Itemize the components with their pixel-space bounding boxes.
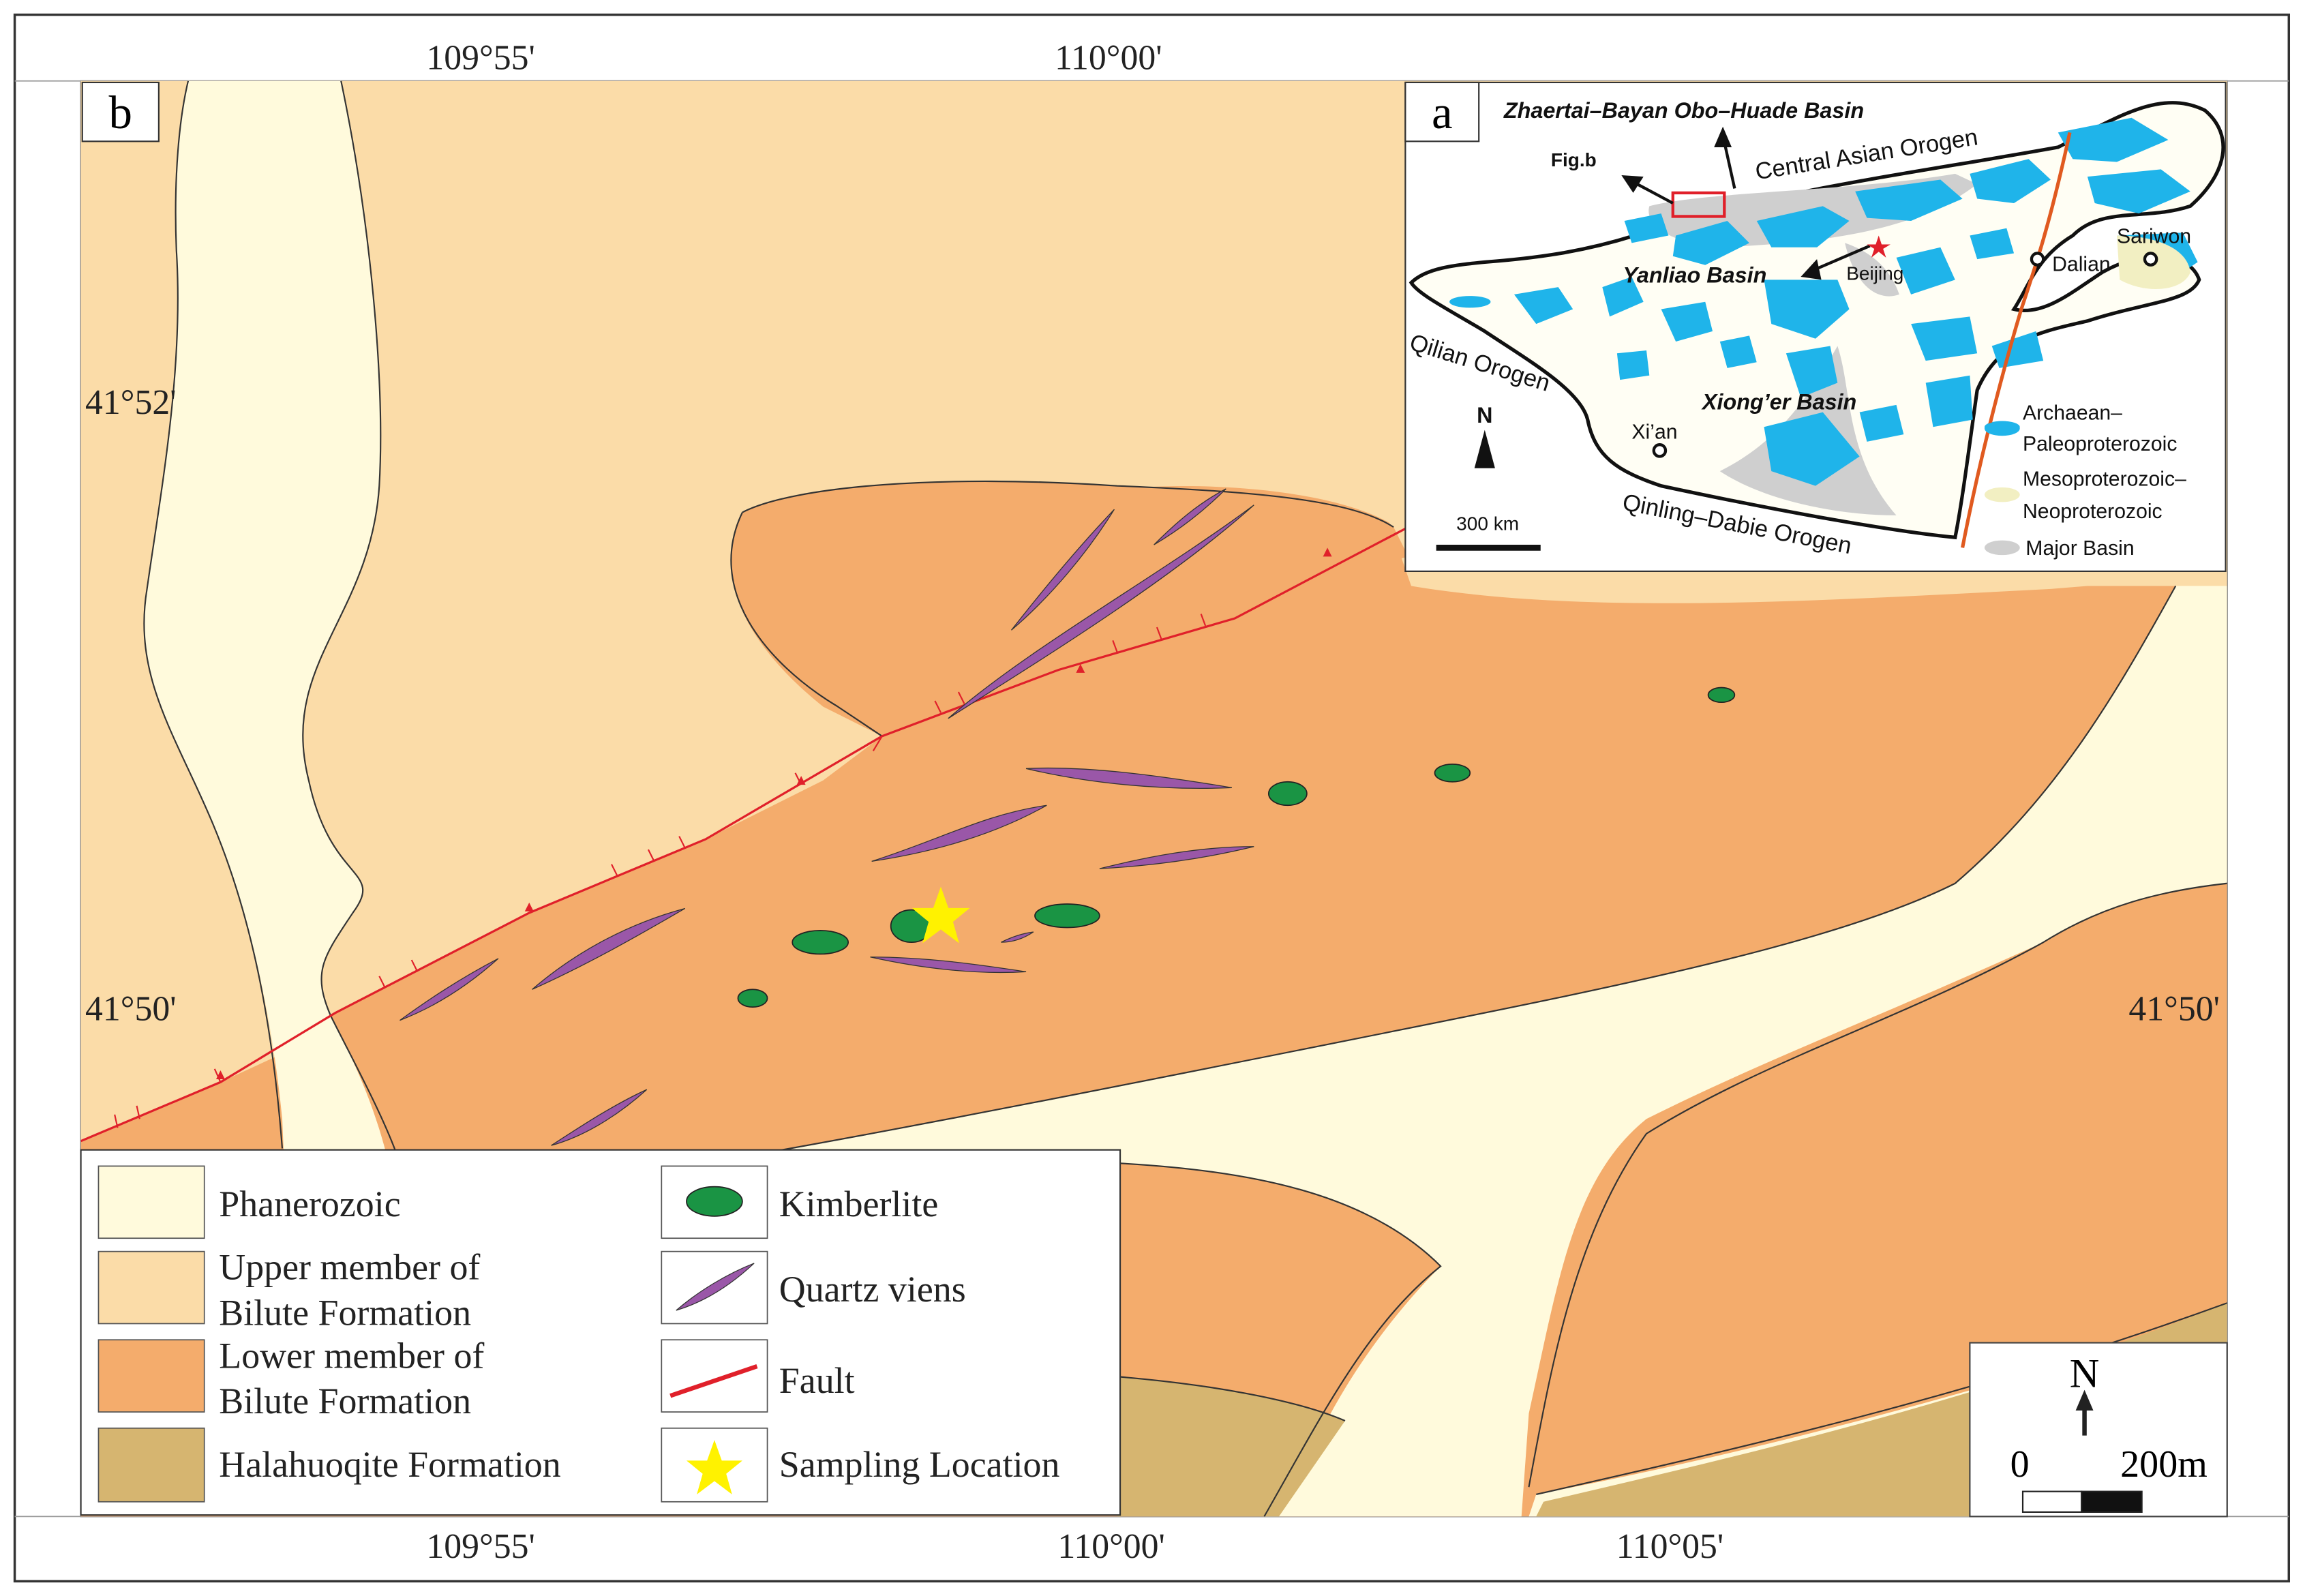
coord-right-1: 41°50' <box>2128 990 2220 1029</box>
fig-b-label: Fig.b <box>1551 149 1597 170</box>
scale-distance: 200m <box>2120 1443 2208 1486</box>
quartz-vein <box>1154 488 1226 545</box>
kimberlite <box>1434 763 1471 783</box>
beijing-label: Beijing <box>1846 262 1903 284</box>
scale-bar-b: N 0 200m <box>1969 1342 2228 1518</box>
quartz-vein <box>871 804 1047 862</box>
scale-zero: 0 <box>2010 1443 2030 1486</box>
coord-top-2: 110°00' <box>1055 38 1162 77</box>
legend-symbol-quartz-vein <box>676 1263 755 1311</box>
coord-top-1: 109°55' <box>426 38 534 77</box>
north-label-b: N <box>2070 1351 2100 1396</box>
quartz-vein <box>1025 767 1233 789</box>
north-arrow-icon <box>2075 1389 2094 1411</box>
panel-label-b-box <box>81 81 160 142</box>
coord-left-2: 41°50' <box>85 990 177 1029</box>
beijing-star-icon <box>1867 235 1890 258</box>
quartz-vein <box>400 958 499 1021</box>
quartz-vein <box>1010 509 1115 631</box>
phanerozoic-band-east <box>706 586 2227 1517</box>
legend-label-lower-2: Bilute Formation <box>219 1381 471 1421</box>
study-area-box <box>1671 191 1726 218</box>
coord-bottom-1: 109°55' <box>426 1527 534 1566</box>
quartz-vein <box>532 907 686 990</box>
inset-legend-swatch-archaean <box>1984 421 2020 436</box>
lower-member-lobe <box>731 481 1408 707</box>
legend-symbol-star <box>686 1440 742 1494</box>
sampling-location-star <box>912 886 970 944</box>
legend-label-halahuoqite: Halahuoqite Formation <box>219 1444 560 1485</box>
inset-map-a: a Zhaertai–Bayan Obo–Huade Basin Fig.b C… <box>1404 81 2227 573</box>
legend-symbol-kimberlite <box>686 1186 743 1217</box>
scale-label-a: 300 km <box>1456 513 1519 534</box>
legend-label-fault: Fault <box>779 1360 855 1401</box>
kimberlite <box>792 929 849 955</box>
quartz-vein <box>1099 846 1254 869</box>
kimberlites <box>737 687 1736 1008</box>
lower-member-south <box>1117 1163 1441 1428</box>
kimberlite <box>1267 781 1308 807</box>
sariwon-marker <box>2143 252 2158 267</box>
kimberlite <box>737 989 768 1008</box>
legend-swatch-lower-member <box>97 1339 205 1413</box>
legend-label-kimberlite: Kimberlite <box>779 1184 938 1224</box>
north-label-a: N <box>1477 403 1492 427</box>
legend-swatch-upper-member <box>97 1250 205 1325</box>
quartz-vein <box>1001 931 1034 943</box>
xionger-basin-label: Xiong’er Basin <box>1701 389 1856 414</box>
sariwon-label: Sariwon <box>2117 225 2191 247</box>
panel-label-a: a <box>1432 86 1453 138</box>
legend-label-lower-1: Lower member of <box>219 1335 484 1376</box>
inset-legend-swatch-meso <box>1984 487 2020 502</box>
lower-member-east <box>1536 883 2227 1494</box>
inset-legend-swatch-basin <box>1984 540 2020 556</box>
inset-legend-archaean-2: Paleoproterozoic <box>2023 433 2177 455</box>
quartz-vein <box>870 957 1027 974</box>
panel-label-b: b <box>109 86 133 138</box>
legend: Phanerozoic Upper member of Bilute Forma… <box>80 1149 1121 1516</box>
legend-swatch-halahuoqite <box>97 1427 205 1503</box>
xian-label: Xi’an <box>1631 421 1677 444</box>
quartz-vein <box>551 1089 648 1146</box>
kimberlite <box>1034 903 1100 929</box>
coordinate-labels: 109°55' 110°00' 109°55' 110°00' 110°05' … <box>85 38 2220 1565</box>
north-arrow-a-icon <box>1474 430 1495 468</box>
dalian-marker <box>2030 252 2045 267</box>
phanerozoic-band-west <box>144 80 400 1222</box>
inset-legend-meso-2: Neoproterozoic <box>2023 500 2163 523</box>
halahuoqite-unit <box>1117 1376 1345 1517</box>
inset-legend-basin: Major Basin <box>2025 537 2134 560</box>
dalian-label: Dalian <box>2052 253 2111 275</box>
inset-legend-meso-1: Mesoproterozoic– <box>2023 468 2186 491</box>
legend-label-quartz: Quartz viens <box>779 1269 966 1310</box>
legend-label-phanerozoic: Phanerozoic <box>219 1184 400 1224</box>
fault-line <box>80 526 1409 1143</box>
yanliao-basin-label: Yanliao Basin <box>1623 263 1767 288</box>
legend-symbol-fault <box>669 1364 758 1398</box>
inset-legend-archaean-1: Archaean– <box>2023 402 2122 424</box>
coord-bottom-3: 110°05' <box>1616 1527 1723 1566</box>
basin-title-label: Zhaertai–Bayan Obo–Huade Basin <box>1503 98 1864 123</box>
coord-left-1: 41°52' <box>85 383 177 422</box>
coord-bottom-2: 110°00' <box>1057 1527 1164 1566</box>
basin-central <box>1845 243 1899 297</box>
quartz-vein <box>948 505 1254 719</box>
legend-label-sampling: Sampling Location <box>779 1444 1060 1485</box>
tanlu-fault <box>1961 132 2072 548</box>
legend-label-upper-2: Bilute Formation <box>219 1293 471 1334</box>
quartz-veins <box>400 488 1254 1146</box>
xian-marker <box>1652 443 1668 458</box>
legend-swatch-phanerozoic <box>97 1165 205 1239</box>
legend-label-upper-1: Upper member of <box>219 1247 480 1288</box>
kimberlite <box>1707 687 1736 703</box>
